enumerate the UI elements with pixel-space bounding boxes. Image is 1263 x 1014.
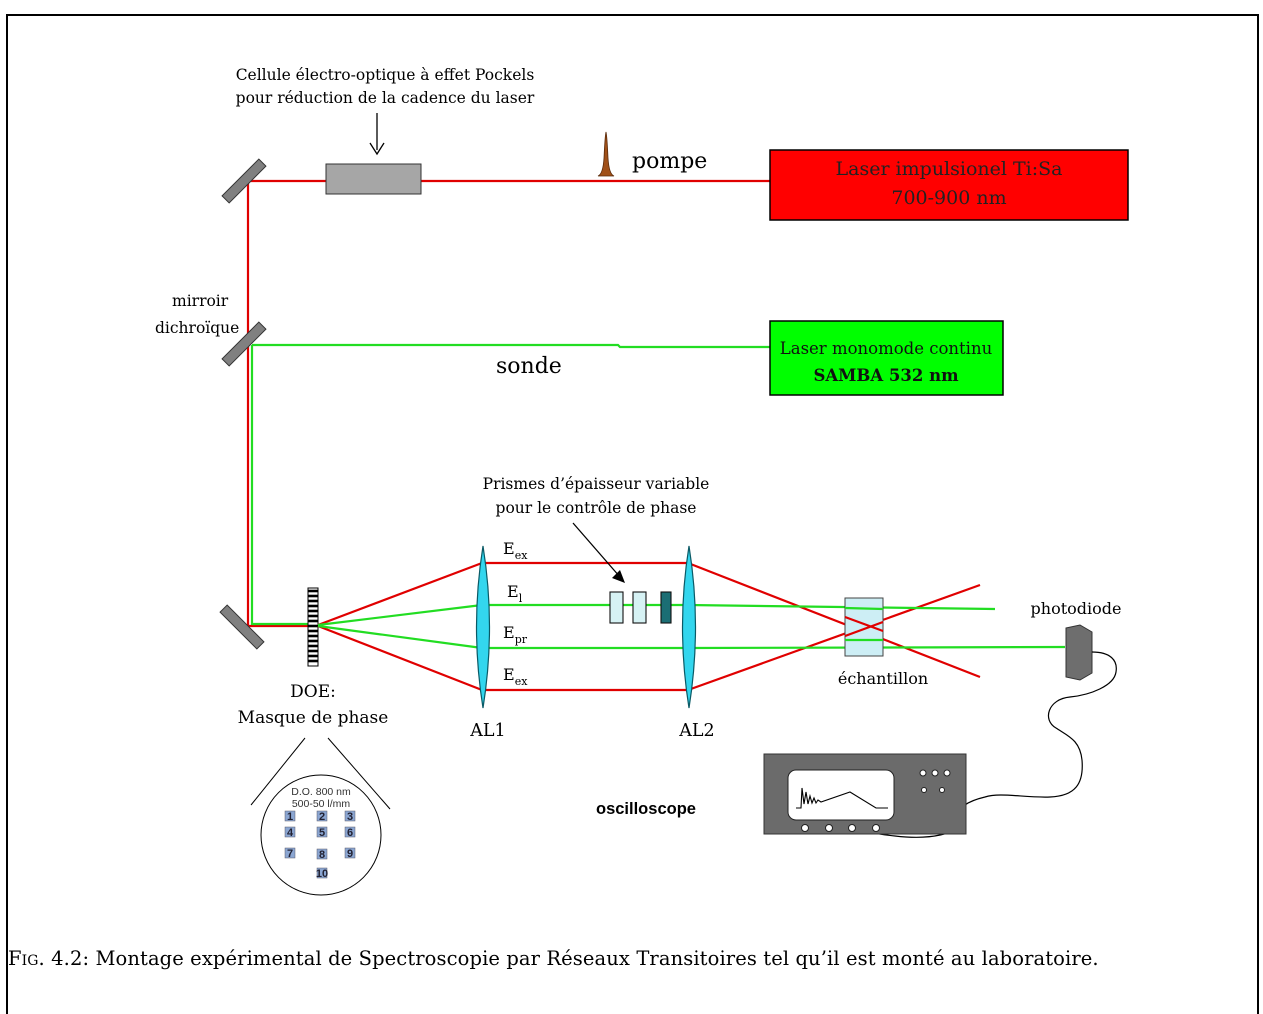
mask-cells [284,810,356,879]
pulse-icon [597,131,615,177]
diffracted-pump-beams [317,561,981,692]
pockels-cell [325,163,422,195]
mask-number: 1 [287,811,293,823]
figure-frame [6,14,1259,1014]
sample-label: échantillon [838,669,928,688]
mirror-label-line2: dichroïque [155,319,239,337]
mask-number: 2 [319,811,325,823]
caption-figure-number: Fig. 4.2: [8,947,90,970]
probe-label: sonde [496,354,562,379]
doe-label-line2: Masque de phase [238,708,389,728]
lens-al2 [681,545,697,709]
lens-al2-label: AL2 [678,721,714,741]
laser-samba [769,320,1004,396]
beam-label-ex-bottom: Eex [503,665,528,688]
photodiode [1065,624,1093,681]
mask-number: 8 [319,849,325,861]
experimental-setup-diagram: Cellule électro-optique à effet Pockels … [155,66,1129,896]
pump-label: pompe [632,149,707,174]
doe-grating [307,587,319,667]
mask-inset-line1: D.O. 800 nm [291,786,351,798]
beam-label-pr: Epr [503,623,528,646]
lens-al1 [475,545,491,709]
dichroic-mirror [221,321,267,367]
mask-number: 3 [347,811,353,823]
probe-beam-path [250,343,770,626]
laser-samba-line1: Laser monomode continu [780,339,993,358]
caption-text: Montage expérimental de Spectroscopie pa… [95,947,1099,970]
photodiode-label: photodiode [1031,599,1122,618]
laser-ti-sa [769,149,1129,221]
oscilloscope [763,753,967,835]
mask-number: 5 [319,827,325,839]
laser-ti-sa-line1: Laser impulsionel Ti:Sa [836,158,1063,180]
mirror-label-line1: mirroir [172,292,229,310]
prism-1 [609,591,624,624]
sample [844,597,884,657]
prism-3 [660,591,672,624]
prisms-label-line1: Prismes d’épaisseur variable [483,475,710,493]
mask-number: 10 [316,868,328,880]
mask-inset-line2: 500-50 l/mm [292,798,351,810]
lens-al1-label: AL1 [469,721,505,741]
prisms-label-line2: pour le contrôle de phase [496,499,697,517]
laser-samba-line2: SAMBA 532 nm [813,366,959,385]
doe-label-line1: DOE: [290,682,336,702]
mirror-top [221,158,267,204]
beam-label-ex-top: Eex [503,539,528,562]
mirror-bottom [219,604,265,650]
figure-caption: Fig. 4.2: Montage expérimental de Spectr… [8,944,1256,973]
laser-ti-sa-line2: 700-900 nm [891,187,1006,209]
mask-number: 4 [287,827,294,839]
pockels-label-line2: pour réduction de la cadence du laser [236,89,535,107]
prisms-arrow [572,522,621,578]
mask-number: 6 [347,827,353,839]
photodiode-cable [852,651,1117,838]
oscilloscope-trace [796,787,888,809]
mask-number: 9 [347,848,353,860]
oscilloscope-label: oscilloscope [596,800,696,818]
beam-label-l: El [507,582,523,605]
pockels-label-line1: Cellule électro-optique à effet Pockels [236,66,535,84]
mask-number: 7 [287,848,293,860]
prism-2 [632,591,647,624]
